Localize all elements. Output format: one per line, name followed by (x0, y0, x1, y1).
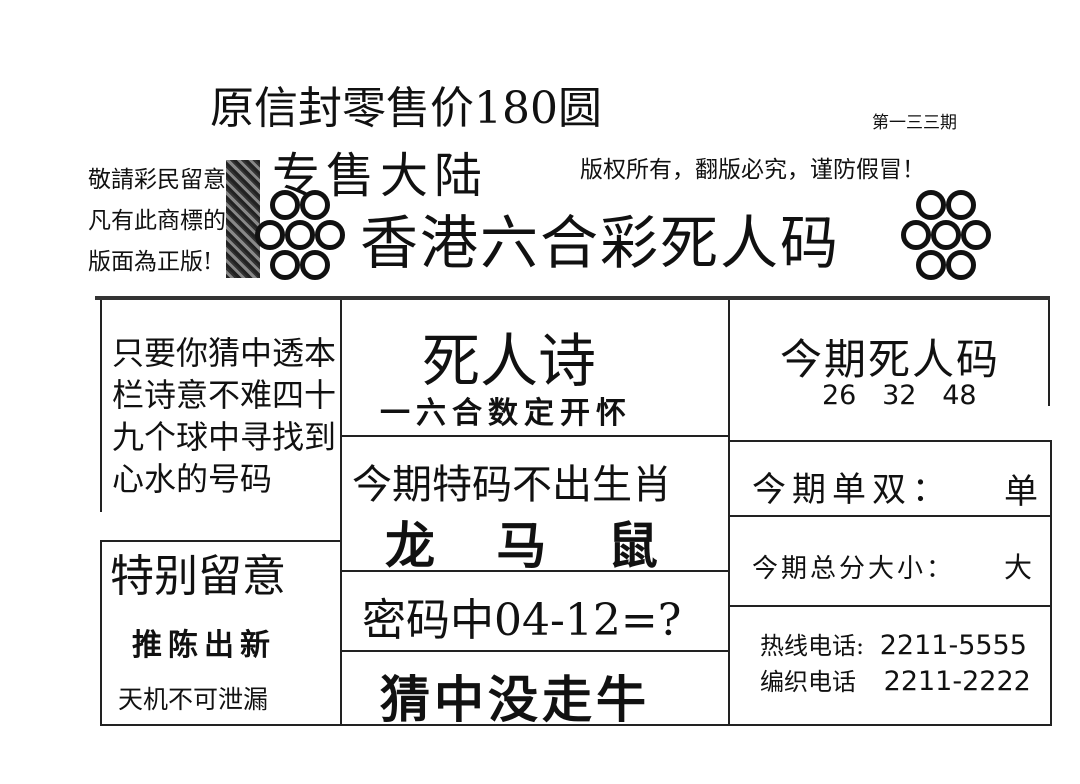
header-divider (95, 296, 1050, 300)
size-label: 今期总分大小： (752, 554, 956, 584)
code-line: 密码中04-12=? (362, 595, 682, 646)
special-title: 特别留意 (110, 551, 286, 602)
poem-hint-line: 栏诗意不难四十 (112, 376, 337, 414)
dead-numbers-box (728, 300, 1052, 442)
poem-line: 一六合数定开怀 (380, 396, 632, 431)
seven-balls-logo-icon (898, 190, 994, 286)
editor-line: 编织电话 2211-2222 (760, 662, 1031, 697)
authenticity-notice: 敬請彩民留意 凡有此商標的 版面為正版! (88, 160, 226, 283)
odd-even-label: 今期单双： (752, 470, 952, 510)
price-line: 原信封零售价180圆 (210, 83, 602, 134)
poem-hint-line: 心水的号码 (112, 460, 273, 498)
dead-number: 26 (822, 380, 857, 411)
odd-even-value: 单 (1004, 472, 1038, 512)
hotline: 热线电话: 2211-5555 (760, 626, 1027, 661)
dead-numbers-border (1048, 300, 1050, 406)
dead-number: 32 (882, 380, 917, 411)
copyright-notice: 版权所有，翻版必究，谨防假冒！ (580, 157, 925, 183)
hotline-number: 2211-5555 (879, 630, 1027, 661)
editor-number: 2211-2222 (883, 666, 1031, 697)
seven-balls-logo-icon (252, 190, 348, 286)
poem-title: 死人诗 (422, 327, 597, 395)
dead-numbers: 26 32 48 (822, 380, 977, 411)
special-note: 天机不可泄漏 (118, 685, 269, 714)
zodiac-values: 龙 马 鼠 (385, 516, 680, 575)
dead-numbers-title: 今期死人码 (780, 335, 1001, 384)
guess-line: 猜中没走牛 (380, 670, 650, 729)
special-phrase: 推陈出新 (132, 628, 276, 663)
notice-line: 敬請彩民留意 (88, 167, 226, 193)
size-value: 大 (1004, 551, 1033, 584)
poem-hint-line: 只要你猜中透本 (112, 334, 337, 372)
poem-hint-line: 九个球中寻找到 (112, 418, 337, 456)
notice-line: 凡有此商標的 (88, 208, 226, 234)
notice-line: 版面為正版! (88, 249, 213, 275)
dead-number: 48 (942, 380, 977, 411)
poem-hint: 只要你猜中透本 栏诗意不难四十 九个球中寻找到 心水的号码 (112, 332, 336, 500)
issue-number: 第一三三期 (872, 113, 957, 133)
main-title: 香港六合彩死人码 (360, 209, 841, 277)
zodiac-title: 今期特码不出生肖 (352, 462, 672, 508)
contact-box (728, 605, 1052, 726)
trademark-stamp-icon (226, 160, 260, 278)
hotline-label: 热线电话: (760, 632, 865, 660)
editor-label: 编织电话 (760, 668, 856, 696)
